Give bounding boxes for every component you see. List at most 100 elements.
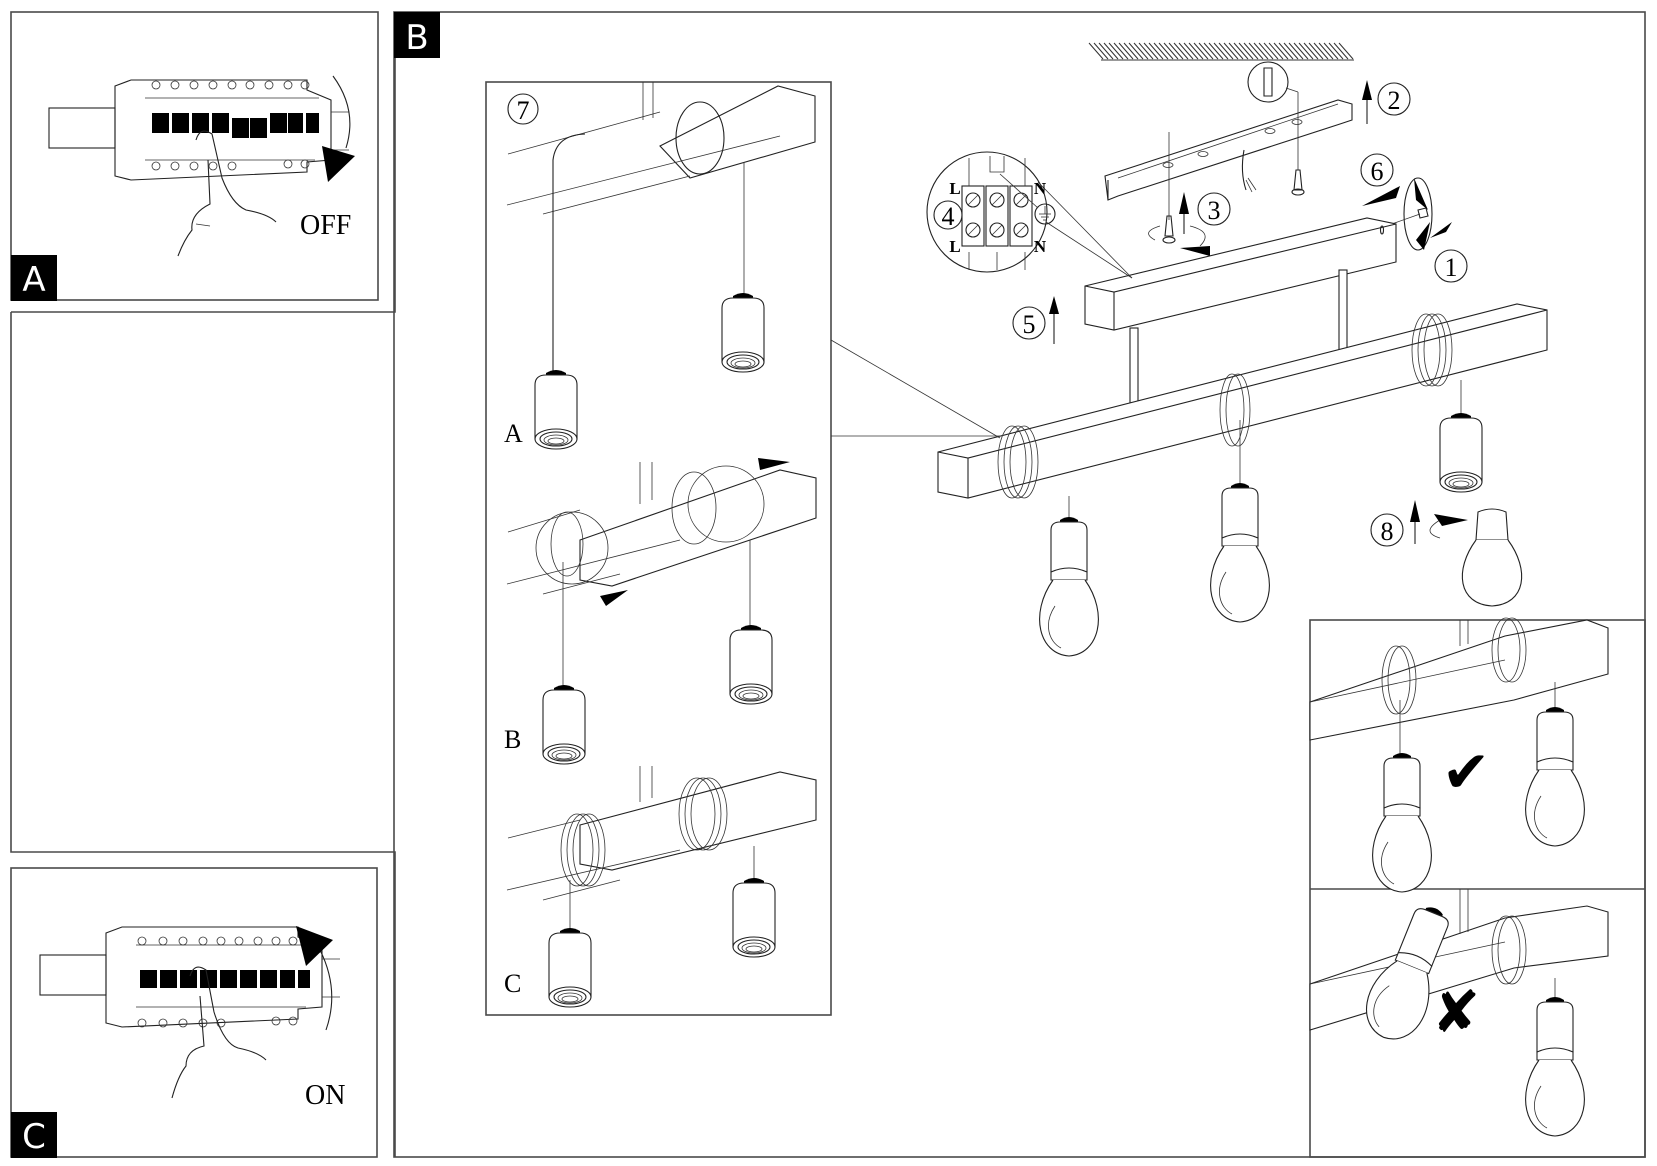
hatch-line — [1098, 42, 1114, 60]
hatch-line — [1283, 42, 1299, 60]
hatch-line — [1263, 42, 1279, 60]
ground-symbol-icon — [1034, 203, 1056, 225]
panel-c: ON C — [11, 926, 345, 1158]
result-insets: ✔ ✘ — [1309, 617, 1646, 1158]
finger-icon — [177, 130, 277, 257]
step-3-marker: 3 — [1197, 192, 1231, 226]
hatch-line — [1168, 42, 1184, 60]
hatch-line — [1118, 42, 1134, 60]
hatch-line — [1213, 42, 1229, 60]
hatch-line — [1243, 42, 1259, 60]
incorrect-inset: ✘ — [1309, 889, 1609, 1137]
panel-a-badge — [11, 255, 57, 301]
up-arrow-icon — [1179, 192, 1189, 234]
rotate-down-arrow-icon — [332, 75, 351, 149]
cable-wrap — [1411, 313, 1453, 387]
panel-a: OFF A — [11, 75, 355, 301]
hatch-line — [1318, 42, 1334, 60]
rotate-up-arrow-icon — [319, 949, 333, 1031]
hatch-line — [1088, 42, 1104, 60]
step-4-marker: 4 — [933, 200, 963, 231]
hatch-line — [1138, 42, 1154, 60]
svg-text:6: 6 — [1371, 157, 1384, 186]
hatch-line — [1158, 42, 1174, 60]
hatch-line — [1313, 42, 1329, 60]
hatch-line — [1293, 42, 1309, 60]
hatch-line — [1108, 42, 1124, 60]
correct-check-icon: ✔ — [1442, 738, 1491, 806]
hatch-line — [1223, 42, 1239, 60]
side-screw-detail — [1362, 177, 1452, 251]
off-label: OFF — [300, 210, 351, 241]
svg-text:1: 1 — [1445, 253, 1458, 282]
main-beam — [937, 303, 1548, 499]
hatch-line — [1278, 42, 1294, 60]
substep-b-label: B — [504, 725, 521, 754]
hatch-line — [1113, 42, 1129, 60]
circuit-breaker-illustration-on — [39, 926, 341, 1028]
step-5-marker: 5 — [1012, 306, 1046, 340]
panel-c-frame — [10, 867, 378, 1158]
hatch-line — [1193, 42, 1209, 60]
circuit-breaker-illustration — [48, 79, 350, 181]
bulb-with-socket — [1210, 482, 1270, 623]
correct-inset: ✔ — [1309, 617, 1609, 893]
hatch-line — [1103, 42, 1119, 60]
substep-c: C — [504, 766, 817, 1008]
hatch-line — [1268, 42, 1284, 60]
ceiling-hatch — [1088, 42, 1354, 61]
hatch-line — [1333, 42, 1349, 60]
panel-c-badge-label: C — [22, 1117, 46, 1157]
hatch-line — [1123, 42, 1139, 60]
hatch-line — [1208, 42, 1224, 60]
step-6-marker: 6 — [1360, 153, 1394, 187]
wall-plug-detail-icon — [1247, 61, 1299, 103]
bulb-install-detail — [1410, 500, 1523, 607]
hatch-line — [1253, 42, 1269, 60]
hatch-line — [1258, 42, 1274, 60]
hatch-line — [1338, 42, 1354, 60]
hatch-line — [1228, 42, 1244, 60]
hatch-line — [1203, 42, 1219, 60]
ceiling-canopy — [1084, 217, 1397, 435]
hatch-line — [1288, 42, 1304, 60]
svg-text:4: 4 — [942, 202, 955, 231]
incorrect-cross-icon: ✘ — [1432, 978, 1481, 1046]
substep-a-label: A — [504, 419, 523, 448]
hatch-line — [1188, 42, 1204, 60]
terminal-label-l-top: L — [949, 179, 960, 198]
step-7-panel: 7 A — [485, 81, 1001, 1016]
substep-c-label: C — [504, 969, 521, 998]
substep-b: B — [504, 458, 817, 765]
hatch-line — [1328, 42, 1344, 60]
substep-a: A — [504, 82, 816, 450]
hatch-line — [1173, 42, 1189, 60]
bulb-with-socket — [1039, 516, 1099, 657]
cable-wrap — [1219, 373, 1251, 447]
panel-b-badge-label: B — [405, 18, 428, 58]
empty-socket — [1439, 412, 1483, 493]
on-label: ON — [305, 1080, 345, 1111]
hatch-line — [1148, 42, 1164, 60]
breaker-toggles-on — [140, 970, 310, 988]
hatch-line — [1303, 42, 1319, 60]
panel-c-badge — [11, 1112, 57, 1158]
hatch-line — [1308, 42, 1324, 60]
cable-wrap — [997, 425, 1039, 499]
terminal-label-n-bottom: N — [1034, 237, 1047, 256]
hatch-line — [1128, 42, 1144, 60]
hatch-line — [1238, 42, 1254, 60]
mounting-bracket — [1104, 99, 1353, 201]
terminal-block-detail: L L N N 4 — [926, 151, 1133, 279]
up-arrow-icon — [1362, 80, 1372, 124]
hatch-line — [1178, 42, 1194, 60]
hatch-line — [1248, 42, 1264, 60]
svg-text:8: 8 — [1381, 517, 1394, 546]
hatch-line — [1143, 42, 1159, 60]
terminal-label-l-bottom: L — [949, 237, 960, 256]
hatch-line — [1233, 42, 1249, 60]
hatch-line — [1153, 42, 1169, 60]
hatch-line — [1163, 42, 1179, 60]
panel-b: B — [394, 12, 1646, 1158]
step-1-marker: 1 — [1434, 249, 1468, 283]
